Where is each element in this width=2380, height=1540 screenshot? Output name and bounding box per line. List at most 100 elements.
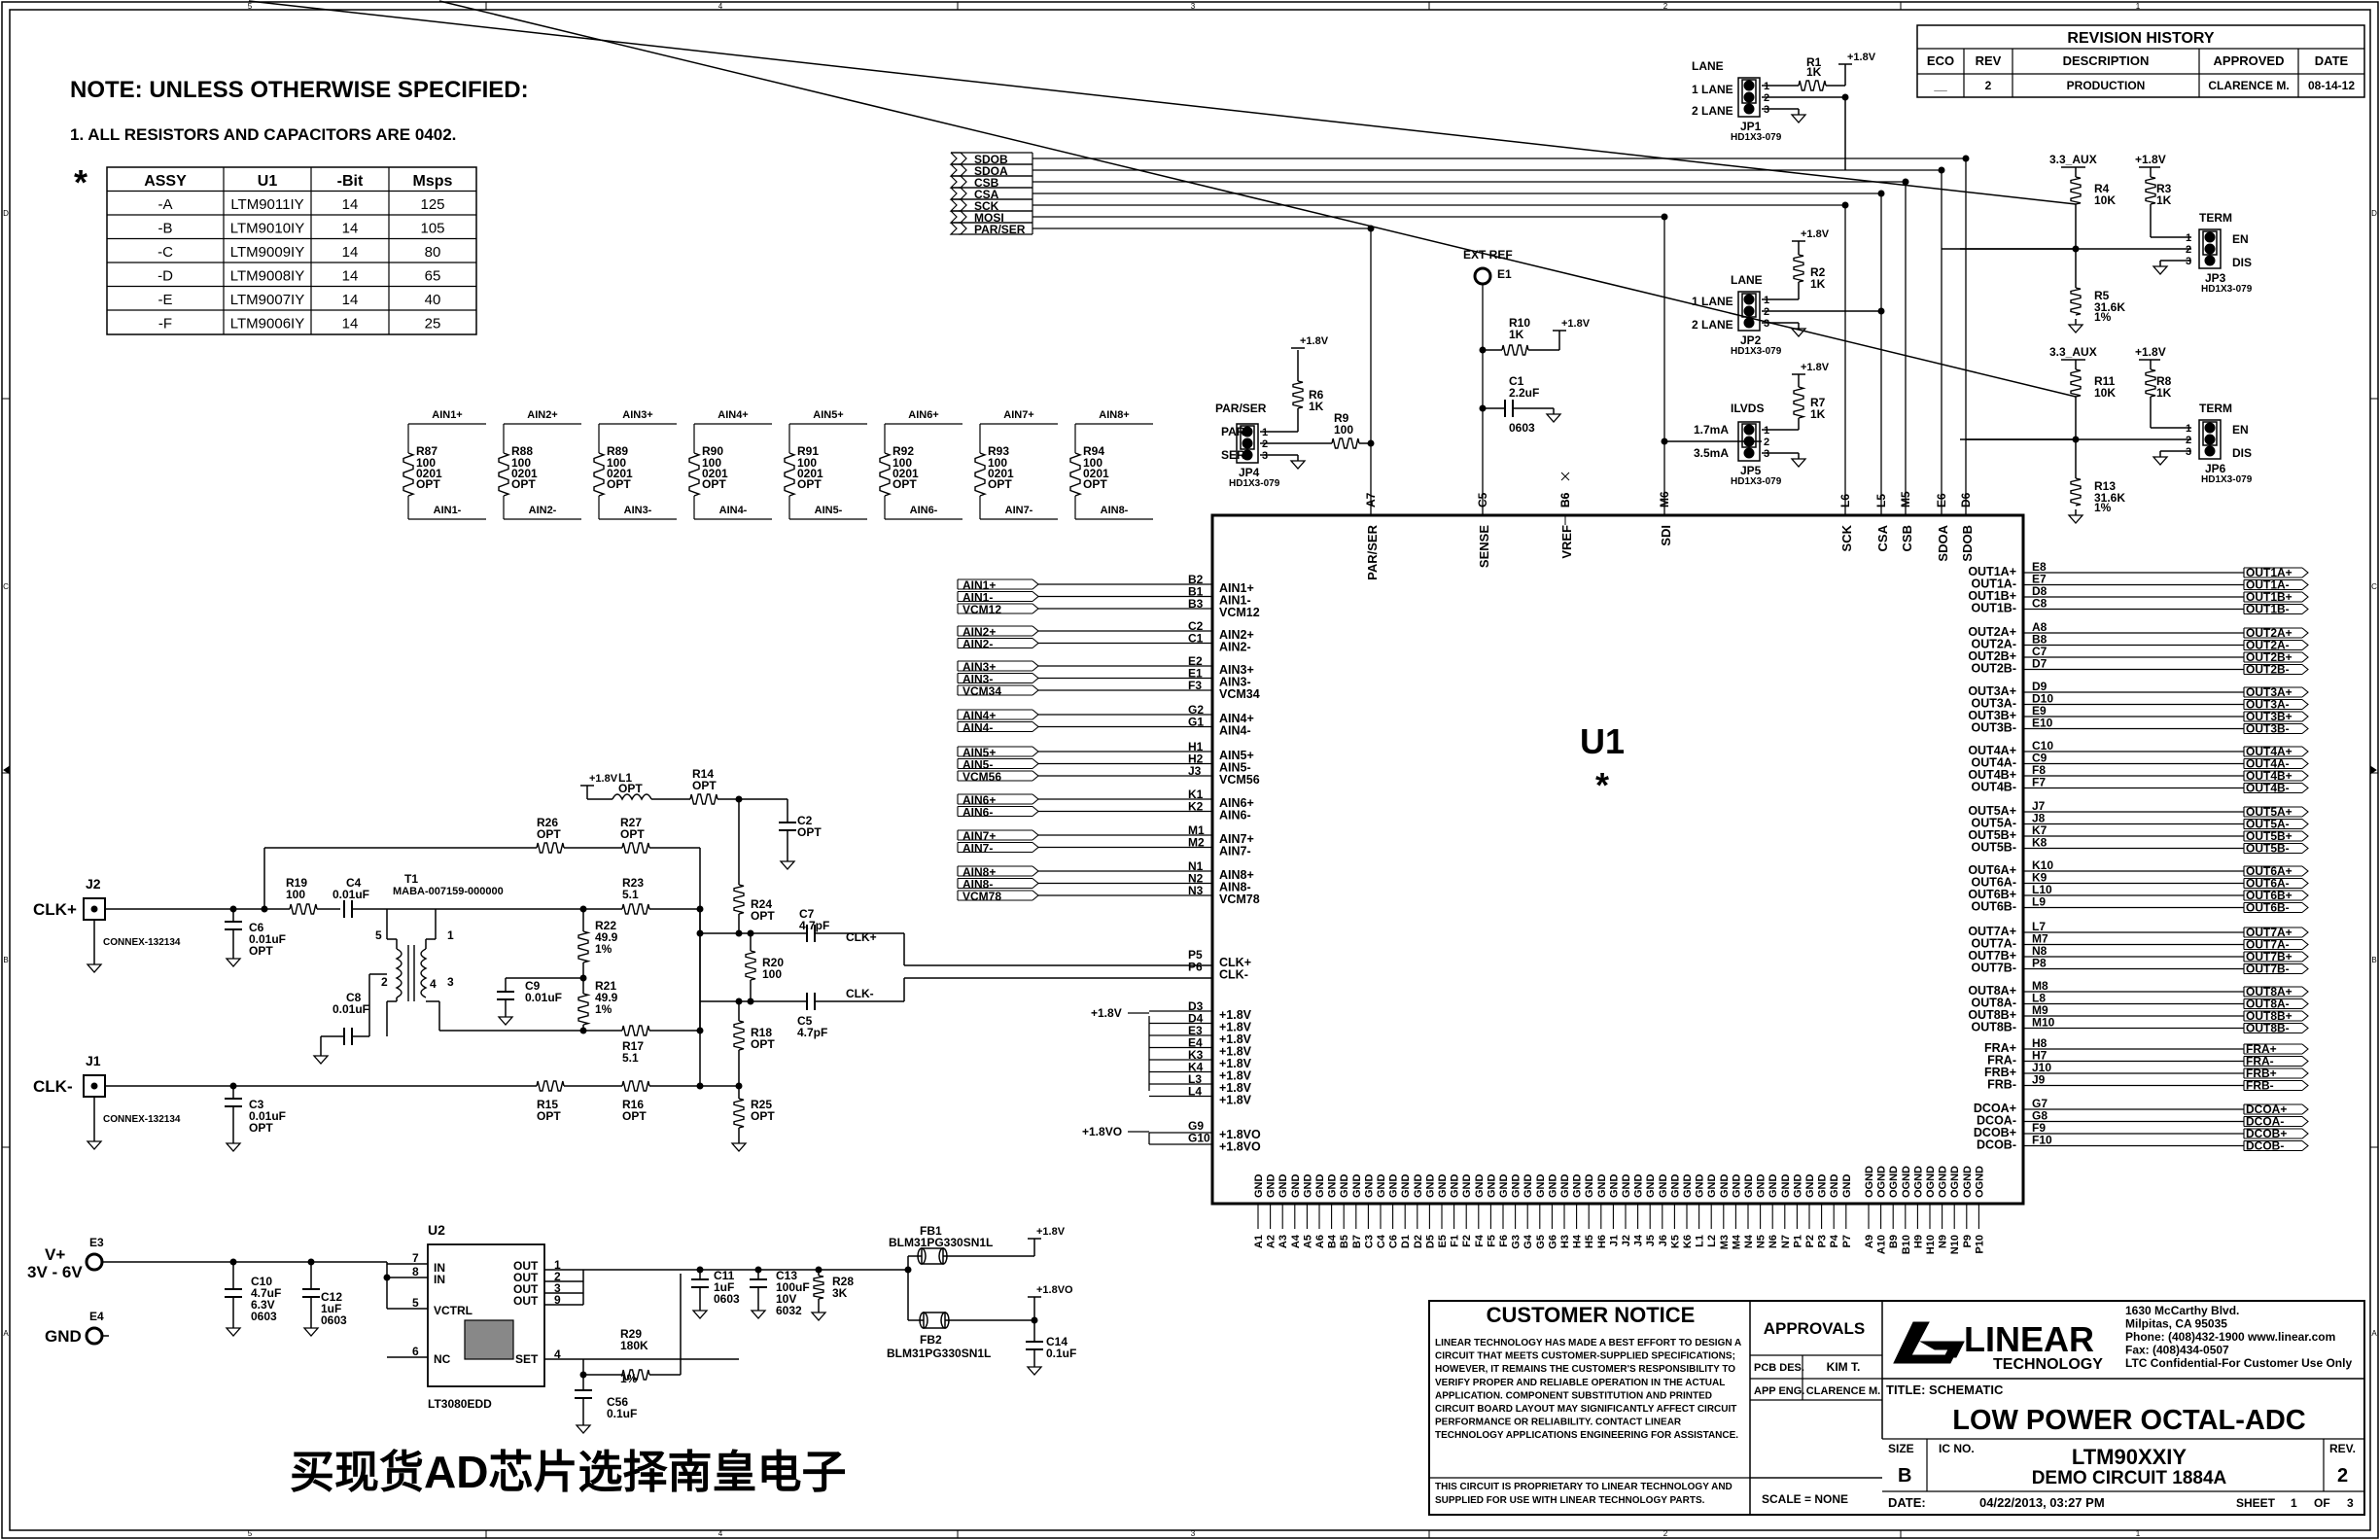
logo-sub: TECHNOLOGY <box>1993 1356 2103 1373</box>
pin-name: GND <box>1413 1174 1424 1199</box>
resistor-value: 100 <box>286 888 305 901</box>
out-net-label: OUT7B- <box>2246 962 2290 976</box>
pin-name: AIN5+ <box>1219 749 1254 762</box>
trace <box>2070 287 2082 316</box>
jumper-ref: JP1 <box>1740 120 1762 133</box>
pin-number: P5 <box>1188 948 1203 962</box>
pin-number: N6 <box>1768 1235 1779 1248</box>
resistor-value: 100 <box>988 456 1007 470</box>
resistor-value: 10K <box>2094 386 2116 400</box>
pin-name: OGND <box>1912 1166 1924 1198</box>
pin-number: P8 <box>2032 957 2047 970</box>
resistor-value: 1% <box>595 1002 612 1016</box>
trace <box>784 452 797 497</box>
pin-name: GND <box>1351 1174 1363 1199</box>
out-net-label: OUT1A- <box>2246 578 2290 592</box>
pin-name: OUT3A+ <box>1968 684 2016 698</box>
test-point-ref: E3 <box>89 1236 104 1249</box>
jumper-pin <box>1743 305 1755 317</box>
pin-name: GND <box>1780 1174 1792 1199</box>
jumper-pin <box>1743 91 1755 103</box>
trace <box>1793 386 1806 419</box>
trace <box>1501 344 1529 356</box>
pin-number: E10 <box>2032 717 2053 730</box>
junction-dot <box>1367 439 1375 447</box>
ain-net-label: AIN4- <box>962 721 993 735</box>
out-net-label: OUT4A+ <box>2246 745 2292 758</box>
pin-number: E5 <box>1437 1235 1449 1247</box>
rev-header: DATE <box>2315 53 2349 68</box>
pin-number: J1 <box>1608 1235 1620 1246</box>
pin-number: C3 <box>1363 1235 1375 1248</box>
pin-name: OUT8B+ <box>1968 1008 2016 1022</box>
inductor-ref: L1 <box>618 771 632 785</box>
connector-ref: J1 <box>86 1053 101 1068</box>
trace <box>1032 673 1039 683</box>
resistor-ref: R22 <box>595 919 616 932</box>
trace <box>2301 604 2309 614</box>
trace <box>225 1327 242 1337</box>
table-cell: 14 <box>342 244 359 261</box>
ain-net-label: AIN3+ <box>962 660 996 674</box>
trace <box>2301 806 2309 818</box>
pin-number: N4 <box>1743 1234 1755 1248</box>
ain-net-label: AIN4+ <box>962 709 996 722</box>
rev-header: APPROVED <box>2214 53 2285 68</box>
trace <box>1790 114 1807 123</box>
pin-name: AIN8+ <box>1219 868 1254 882</box>
pin-name: GND <box>1339 1174 1350 1199</box>
pin-name: OUT <box>513 1271 539 1284</box>
pin-name: OGND <box>1925 1166 1937 1198</box>
border-col-label: 5 <box>248 1529 253 1538</box>
out-net-label: FRB+ <box>2246 1067 2277 1080</box>
resistor-ref: R6 <box>1309 388 1324 402</box>
cap-value: OPT <box>249 1121 273 1135</box>
junction-dot <box>383 1274 391 1281</box>
jumper-header <box>1737 77 1761 118</box>
out-net-label: OUT1B- <box>2246 603 2290 616</box>
pin-number: G10 <box>1188 1132 1210 1145</box>
jumper-title: TERM <box>2199 402 2232 415</box>
pin-name: DCOB- <box>1977 1138 2016 1152</box>
trace <box>2067 514 2084 524</box>
pin-number: K7 <box>2032 823 2048 837</box>
border-row-label: D <box>2371 209 2377 218</box>
pin-number: 9 <box>554 1293 561 1307</box>
pin-number: L6 <box>1838 494 1852 508</box>
trace <box>1032 758 1039 769</box>
pin-name: +1.8V <box>1219 1094 1252 1107</box>
test-point <box>85 1252 104 1272</box>
pin-number: A10 <box>1876 1235 1888 1254</box>
trace <box>2301 890 2309 901</box>
jumper-part: HD1X3-079 <box>1731 346 1782 357</box>
watermark: 买现货AD芯片选择南皇电子 <box>290 1447 846 1497</box>
resistor-value: 49.9 <box>595 991 618 1004</box>
pin-number: L9 <box>2032 895 2046 909</box>
pin-number: 4 <box>430 977 437 991</box>
cap-ref: C14 <box>1046 1335 1068 1348</box>
trace <box>949 222 1032 235</box>
cap-value: 6.3V <box>251 1298 275 1312</box>
pin-number: N1 <box>1188 859 1204 873</box>
pin-name: OUT6B+ <box>1968 888 2016 901</box>
jumper-title: TERM <box>2199 211 2232 225</box>
jumper-pin <box>1743 424 1755 436</box>
resistor-value: OPT <box>1083 477 1107 491</box>
pin-number: 1 <box>2186 232 2191 244</box>
out-net-label: FRA- <box>2246 1055 2274 1068</box>
u2-exposed-pad <box>464 1319 514 1360</box>
jumper-pin <box>1743 294 1755 305</box>
pin-number: E9 <box>2032 704 2047 718</box>
pin-name: AIN1- <box>1219 594 1251 608</box>
pin-name: OUT1B+ <box>1968 589 2016 603</box>
pin-name: PAR/SER <box>1365 524 1380 579</box>
assy-table <box>106 166 477 335</box>
label: +1.8VO <box>1036 1284 1073 1296</box>
proprietary-line: SUPPLIED FOR USE WITH LINEAR TECHNOLOGY … <box>1435 1495 1705 1506</box>
table-cell: 14 <box>342 221 359 237</box>
jumper-pin <box>1242 449 1253 461</box>
trace <box>2301 830 2309 842</box>
trace <box>1032 603 1039 614</box>
jumper-option: 2 LANE <box>1692 318 1733 332</box>
resistor-ref: R23 <box>622 876 644 890</box>
